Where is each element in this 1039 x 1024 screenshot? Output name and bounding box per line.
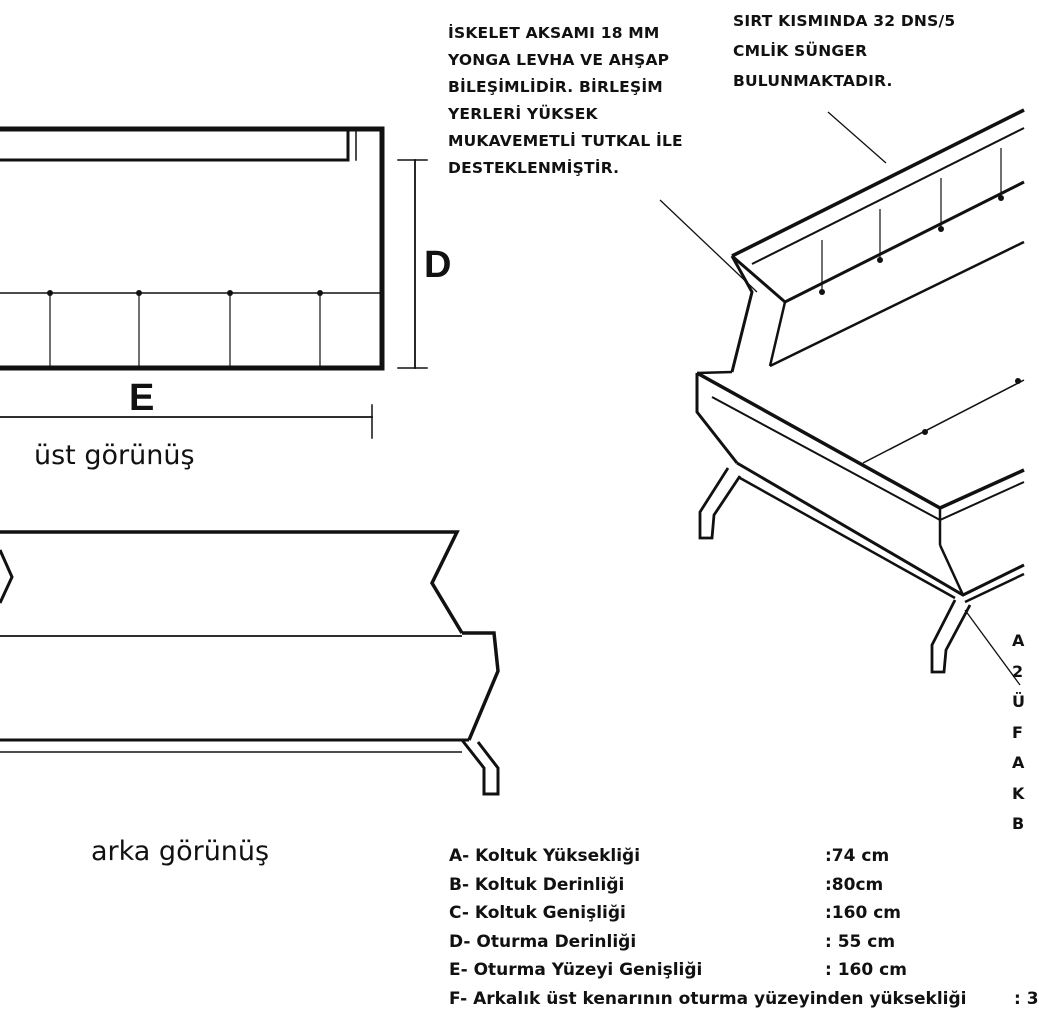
spec-label: B- Koltuk Derinliği <box>449 874 625 895</box>
spec-label: C- Koltuk Genişliği <box>449 903 626 923</box>
foam-note-line: CMLİK SÜNGER <box>733 42 868 60</box>
back-view-drawing <box>0 530 500 796</box>
top-view-label: üst görünüş <box>34 440 195 471</box>
edge-note-leader <box>964 609 1021 686</box>
skeleton-note-line: İSKELET AKSAMI 18 MM <box>448 24 660 42</box>
iso-seat-left-side <box>695 373 739 464</box>
button-tuft <box>317 290 323 296</box>
iso-base-rail-right <box>964 572 1025 604</box>
iso-seat-lower-bevel <box>938 544 965 596</box>
spec-label: D- Oturma Derinliği <box>449 931 637 952</box>
button-tuft <box>819 289 825 295</box>
back-view-seat-outline <box>462 631 500 741</box>
skeleton-note-line: YERLERİ YÜKSEK <box>448 105 598 123</box>
foam-note: SIRT KISMINDA 32 DNS/5 CMLİK SÜNGER BULU… <box>733 6 955 96</box>
spec-label: F- Arkalık üst kenarının oturma yüzeyind… <box>449 988 967 1009</box>
foam-note-line: BULUNMAKTADIR. <box>733 72 893 90</box>
skeleton-note-leader <box>659 199 758 293</box>
spec-label: E- Oturma Yüzeyi Genişliği <box>449 960 703 980</box>
spec-value: : 160 cm <box>825 960 907 980</box>
back-view-left-notch <box>0 549 14 604</box>
back-view-label: arka görünüş <box>91 836 270 867</box>
spec-value: : 3 <box>1014 988 1039 1009</box>
iso-seat-cushion-line <box>862 379 1025 464</box>
iso-backrest-top-inner-edge <box>751 127 1025 265</box>
skeleton-note-line: MUKAVEMETLİ TUTKAL İLE <box>448 132 683 150</box>
foam-note-line: SIRT KISMINDA 32 DNS/5 <box>733 12 956 30</box>
edge-note-fragment: A 2 Ü F A K B <box>1012 626 1025 840</box>
button-tuft <box>998 195 1004 201</box>
spec-value: : 55 cm <box>825 931 896 952</box>
button-tuft <box>136 290 142 296</box>
spec-value: :80cm <box>825 874 884 895</box>
iso-seat-front-top-edge <box>696 371 1025 510</box>
back-view-leg <box>460 739 500 796</box>
button-tuft <box>47 290 53 296</box>
iso-backrest-top-edge <box>731 108 1025 258</box>
spec-value: :74 cm <box>825 846 890 866</box>
edge-note-char: Ü <box>1012 692 1025 711</box>
iso-leg-left <box>698 467 742 540</box>
iso-base-rail <box>739 476 956 600</box>
iso-backrest-end-side <box>768 301 787 367</box>
spec-label: A- Koltuk Yüksekliği <box>449 846 641 866</box>
iso-seat-back-edge <box>696 370 733 375</box>
back-view-backrest-outline <box>0 530 464 634</box>
skeleton-note-line: YONGA LEVHA VE AHŞAP <box>448 51 670 69</box>
edge-note-char: A <box>1012 753 1025 772</box>
spec-value: :160 cm <box>825 903 901 923</box>
iso-backrest-end-front <box>730 255 754 373</box>
iso-seat-front-inner-edge <box>711 396 1025 522</box>
skeleton-note-line: BİLEŞİMLİDİR. BİRLEŞİM <box>448 78 663 96</box>
edge-note-char: A <box>1012 631 1025 650</box>
iso-leg-front <box>930 599 972 674</box>
button-tuft <box>227 290 233 296</box>
skeleton-note: İSKELET AKSAMI 18 MM YONGA LEVHA VE AHŞA… <box>448 20 683 182</box>
dimension-d-label: D <box>424 244 452 286</box>
edge-note-char: F <box>1012 722 1023 742</box>
iso-seat-bottom-edge <box>736 461 1025 597</box>
top-view-drawing <box>0 126 428 439</box>
button-tuft <box>938 226 944 232</box>
foam-note-leader <box>827 111 887 164</box>
skeleton-note-line: DESTEKLENMİŞTİR. <box>448 159 620 177</box>
dimension-e-label: E <box>129 377 155 419</box>
button-tuft <box>877 257 883 263</box>
edge-note-char: 2 <box>1012 661 1024 681</box>
isometric-view-drawing <box>659 108 1025 686</box>
edge-note-char: B <box>1012 814 1025 833</box>
iso-backrest-bottom-edge <box>769 240 1025 368</box>
edge-note-char: K <box>1012 783 1025 803</box>
